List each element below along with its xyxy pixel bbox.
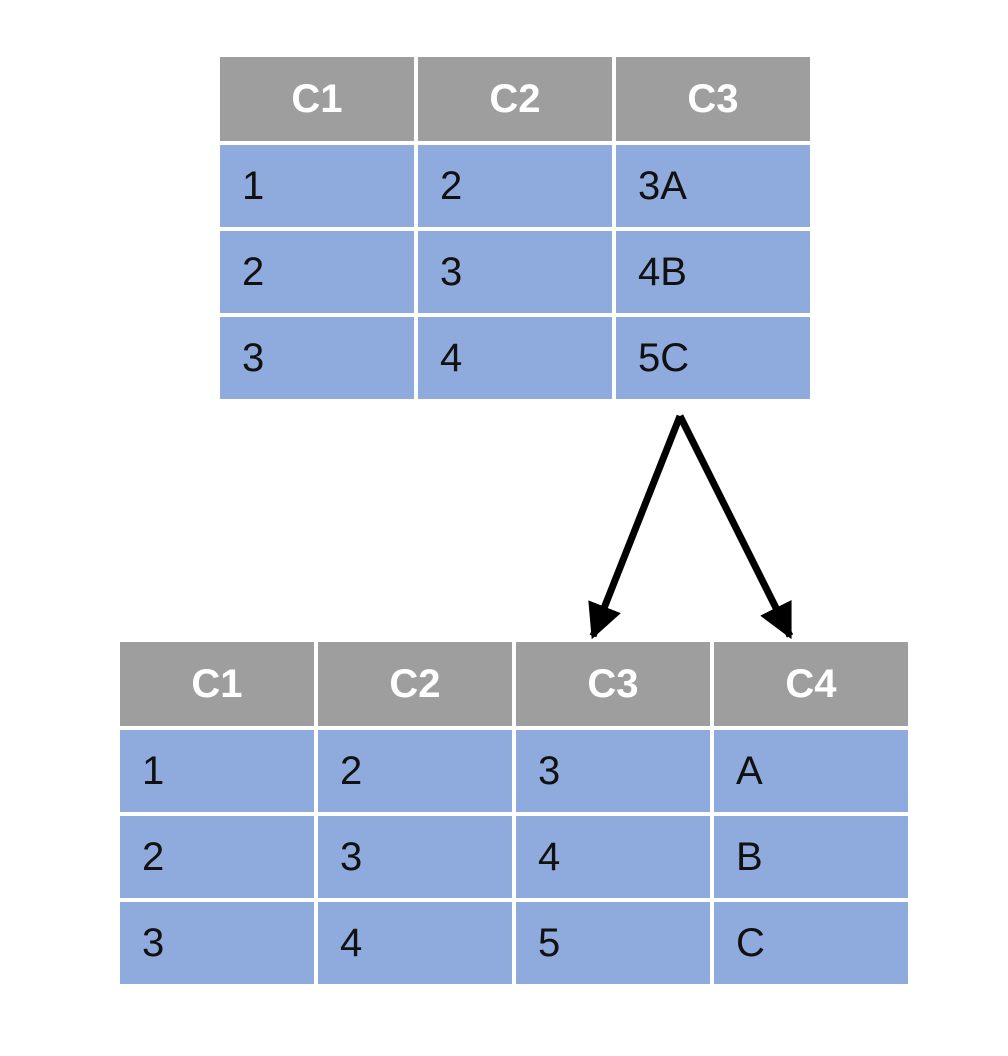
header-cell: C1 (120, 642, 314, 726)
header-cell: C3 (516, 642, 710, 726)
table-cell: 4B (616, 231, 810, 313)
header-cell: C3 (616, 57, 810, 141)
table-cell: 4 (516, 816, 710, 898)
table-cell: 1 (220, 145, 414, 227)
table-cell: A (714, 730, 908, 812)
table-cell: 3A (616, 145, 810, 227)
header-cell: C2 (318, 642, 512, 726)
table-cell: 2 (120, 816, 314, 898)
header-cell: C1 (220, 57, 414, 141)
table-cell: 4 (418, 317, 612, 399)
source-table: C1 C2 C3 1 2 3A 2 3 4B 3 4 5C (220, 57, 810, 399)
arrow-to-c3 (588, 414, 684, 640)
table-cell: C (714, 902, 908, 984)
table-cell: 3 (120, 902, 314, 984)
table-cell: 3 (220, 317, 414, 399)
table-cell: 2 (418, 145, 612, 227)
table-cell: 3 (318, 816, 512, 898)
table-cell: 5 (516, 902, 710, 984)
result-table: C1 C2 C3 C4 1 2 3 A 2 3 4 B 3 4 5 C (120, 642, 908, 984)
table-cell: 2 (220, 231, 414, 313)
table-cell: 2 (318, 730, 512, 812)
header-cell: C2 (418, 57, 612, 141)
arrow-to-c4 (676, 414, 794, 640)
table-cell: B (714, 816, 908, 898)
table-cell: 3 (418, 231, 612, 313)
table-cell: 1 (120, 730, 314, 812)
header-cell: C4 (714, 642, 908, 726)
table-cell: 5C (616, 317, 810, 399)
table-cell: 3 (516, 730, 710, 812)
table-cell: 4 (318, 902, 512, 984)
